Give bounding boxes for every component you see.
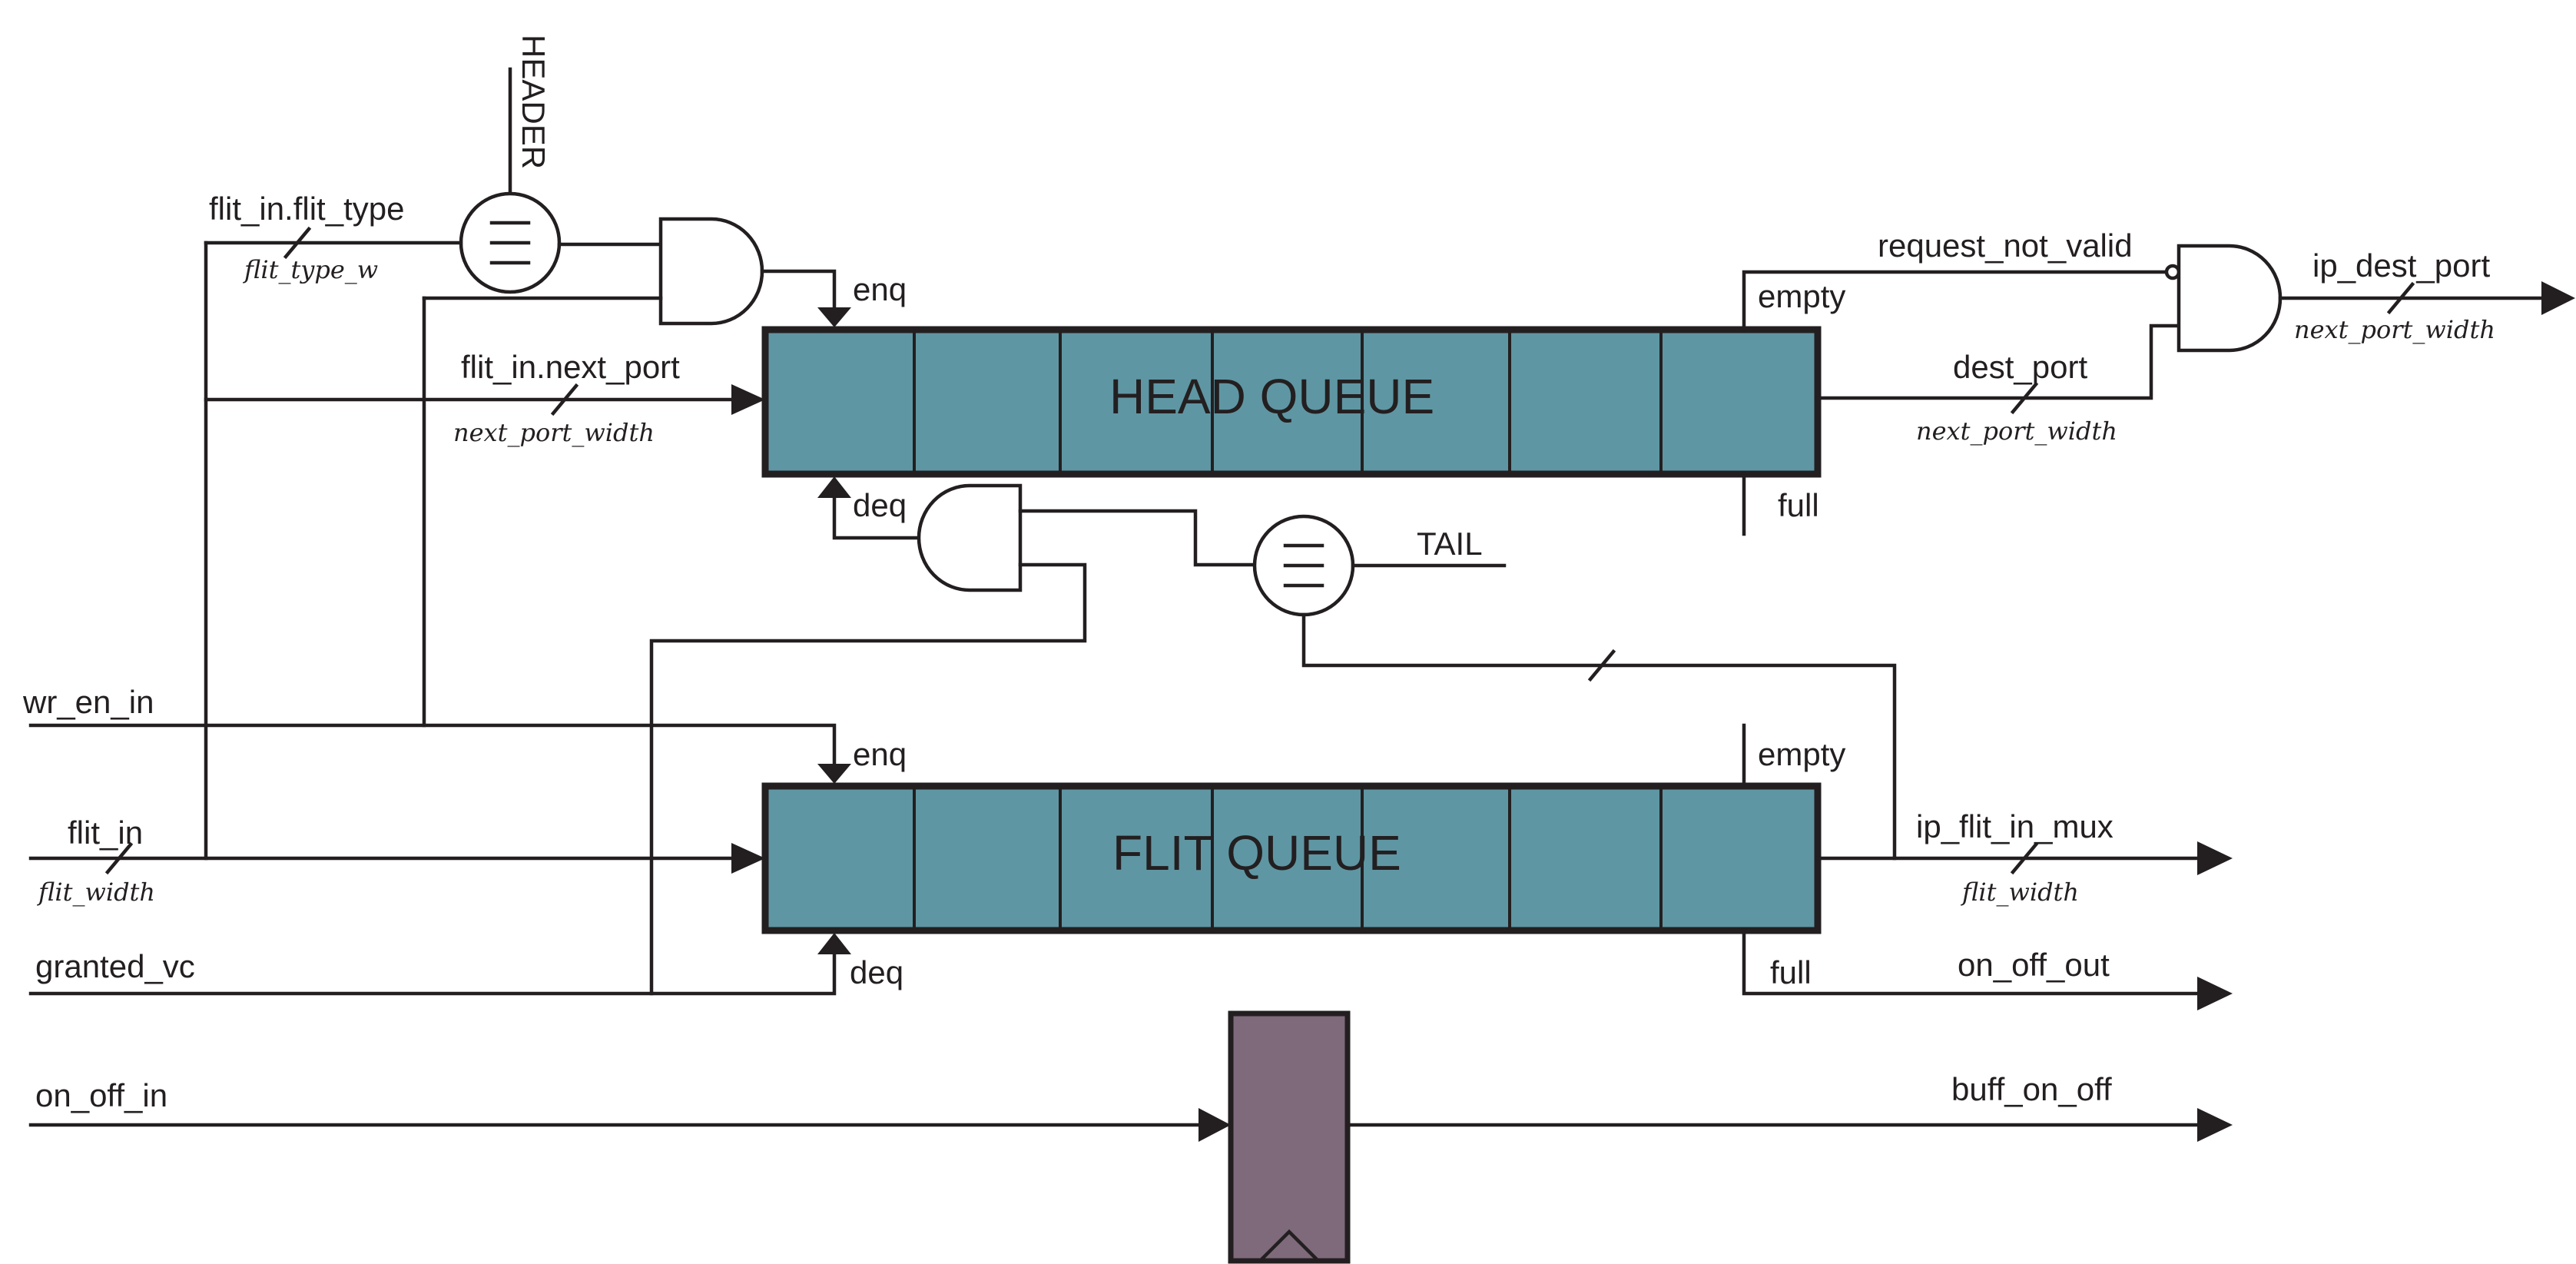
flit-in-label: flit_in xyxy=(68,814,143,851)
ip-flit-in-mux-arrow-icon xyxy=(2197,841,2233,875)
flit-type-width-label: flit_type_w xyxy=(243,255,378,284)
head-full-label: full xyxy=(1778,487,1819,523)
input-signals: wr_en_in enq flit_in flit_width granted_… xyxy=(22,684,1231,1142)
request-not-valid-label: request_not_valid xyxy=(1878,227,2133,264)
flit-deq-arrow-icon xyxy=(817,933,851,954)
bus-slash-icon xyxy=(283,226,312,260)
flit-queue: FLIT QUEUE xyxy=(761,782,1822,934)
flit-in-arrow-icon xyxy=(731,843,765,874)
tail-compare-feed-wire xyxy=(1301,612,1897,861)
ip-flit-in-mux-width-label: flit_width xyxy=(1961,878,2079,907)
granted-vc-wire xyxy=(28,950,837,996)
dest-port-and-gate xyxy=(2177,244,2283,353)
buff-on-off-label: buff_on_off xyxy=(1951,1071,2112,1107)
head-queue: HEAD QUEUE xyxy=(761,326,1822,478)
buff-on-off-arrow-icon xyxy=(2197,1108,2233,1142)
deq-control-group: deq TAIL xyxy=(649,476,1897,996)
next-port-label: flit_in.next_port xyxy=(461,349,680,385)
flip-flop-box xyxy=(1228,1010,1351,1264)
flit-queue-label: FLIT QUEUE xyxy=(1112,825,1401,881)
flit-queue-outputs: empty ip_flit_in_mux flit_width full on_… xyxy=(1345,723,2233,1142)
empty-to-gate-wire xyxy=(1742,270,2169,332)
on-off-in-label: on_off_in xyxy=(35,1077,167,1113)
ip-dest-port-label: ip_dest_port xyxy=(2312,247,2490,284)
dest-port-width-label: next_port_width xyxy=(1916,416,2117,446)
head-queue-box xyxy=(761,326,1822,478)
on-off-out-wire xyxy=(1742,928,2215,996)
head-enq-wire xyxy=(760,269,837,316)
header-compare-group: HEADER flit_in.flit_type flit_type_w enq xyxy=(204,35,907,327)
bus-slash-icon xyxy=(2386,281,2415,315)
clock-triangle-icon xyxy=(1257,1229,1321,1264)
head-enq-arrow-icon xyxy=(817,307,851,327)
head-empty-label: empty xyxy=(1758,278,1845,314)
ip-dest-port-width-label: next_port_width xyxy=(2294,315,2495,344)
wr-en-in-label: wr_en_in xyxy=(22,684,154,720)
flit-enq-label: enq xyxy=(853,736,907,772)
flit-deq-label: deq xyxy=(850,954,903,990)
on-off-out-arrow-icon xyxy=(2197,977,2233,1010)
header-label: HEADER xyxy=(516,35,552,169)
enq-and-gate xyxy=(658,217,764,326)
ip-dest-port-arrow-icon xyxy=(2541,281,2575,315)
deq-and-gate xyxy=(917,483,1023,592)
next-port-width-label: next_port_width xyxy=(453,418,655,447)
ip-flit-in-mux-label: ip_flit_in_mux xyxy=(1916,808,2114,844)
tail-label: TAIL xyxy=(1417,526,1483,562)
head-queue-outputs: empty request_not_valid full dest_port n… xyxy=(1742,227,2575,536)
bus-slash-icon xyxy=(104,841,134,875)
head-deq-label: deq xyxy=(853,487,907,523)
on-off-out-label: on_off_out xyxy=(1958,947,2110,983)
granted-vc-to-and-wire xyxy=(649,562,1087,996)
tail-eq-to-and-wire xyxy=(1018,509,1258,567)
wr-en-in-wire xyxy=(28,723,837,771)
dest-port-label: dest_port xyxy=(1953,349,2087,385)
bus-slash-icon xyxy=(2010,841,2039,875)
head-queue-label: HEAD QUEUE xyxy=(1109,369,1434,424)
head-deq-wire xyxy=(832,489,921,540)
dest-port-wire xyxy=(1815,323,2181,400)
flit-empty-label: empty xyxy=(1758,736,1845,772)
flip-flop xyxy=(1228,1010,1351,1264)
bus-slash-icon xyxy=(2010,381,2039,415)
next-port-arrow-icon xyxy=(731,384,765,415)
flit-type-label: flit_in.flit_type xyxy=(209,191,404,227)
bus-slash-icon xyxy=(550,383,579,416)
bus-slash-icon xyxy=(1587,649,1616,682)
flit-in-width-label: flit_width xyxy=(37,878,155,907)
flit-enq-arrow-icon xyxy=(817,764,851,784)
head-deq-arrow-icon xyxy=(817,476,851,498)
head-enq-label: enq xyxy=(853,271,907,307)
flit-full-label: full xyxy=(1770,954,1812,990)
inverter-bubble-icon xyxy=(2164,264,2181,280)
granted-vc-label: granted_vc xyxy=(35,948,195,984)
on-off-in-arrow-icon xyxy=(1198,1108,1231,1142)
